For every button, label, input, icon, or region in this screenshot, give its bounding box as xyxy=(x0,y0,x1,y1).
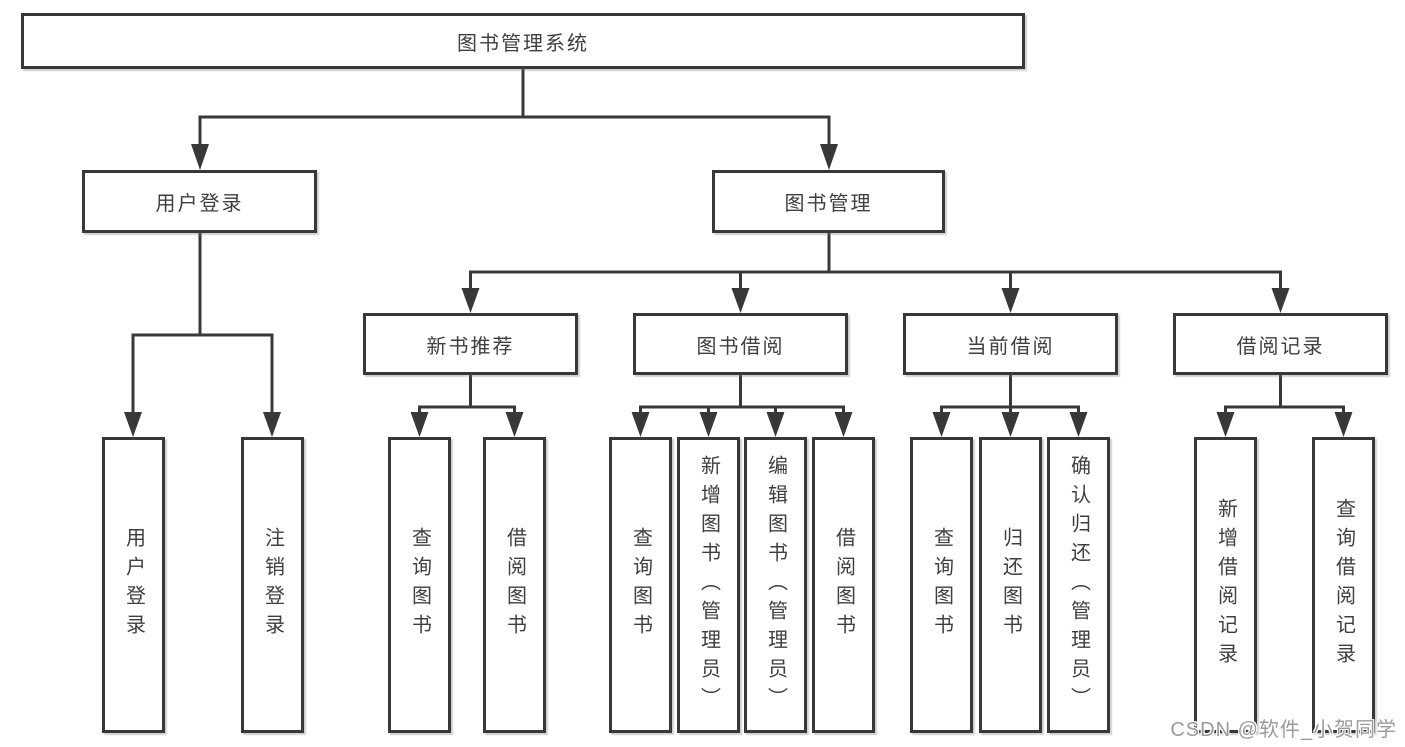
node-label: 查询图书 xyxy=(408,527,431,643)
node-query-books-borrowing: 查询图书 xyxy=(609,437,672,733)
node-current-borrowing: 当前借阅 xyxy=(903,313,1118,375)
node-logout: 注销登录 xyxy=(241,437,304,733)
node-label: 新增借阅记录 xyxy=(1214,498,1237,672)
node-book-management: 图书管理 xyxy=(712,170,945,233)
node-label: 图书借阅 xyxy=(696,335,785,358)
node-query-borrow-record: 查询借阅记录 xyxy=(1312,437,1375,733)
node-label: 图书管理系统 xyxy=(457,32,589,55)
node-confirm-return-admin: 确认归还（管理员） xyxy=(1047,437,1110,733)
node-edit-books-admin: 编辑图书（管理员） xyxy=(744,437,807,733)
node-add-borrow-record: 新增借阅记录 xyxy=(1194,437,1257,733)
csdn-watermark: CSDN @软件_小贺同学 xyxy=(1170,719,1397,741)
node-system-root: 图书管理系统 xyxy=(21,13,1025,69)
node-query-books-current: 查询图书 xyxy=(910,437,973,733)
node-borrow-books-recommend: 借阅图书 xyxy=(483,437,546,733)
node-add-books-admin: 新增图书（管理员） xyxy=(677,437,740,733)
node-borrow-books-leaf: 借阅图书 xyxy=(812,437,875,733)
node-label: 确认归还（管理员） xyxy=(1067,454,1090,716)
node-label: 借阅图书 xyxy=(832,527,855,643)
node-label: 图书管理 xyxy=(784,193,873,215)
node-label: 借阅记录 xyxy=(1236,335,1325,358)
node-label: 查询图书 xyxy=(629,527,652,643)
node-label: 注销登录 xyxy=(261,527,284,643)
node-label: 归还图书 xyxy=(999,527,1022,643)
node-book-borrowing: 图书借阅 xyxy=(633,313,848,375)
node-label: 新书推荐 xyxy=(426,335,515,358)
node-user-login: 用户登录 xyxy=(82,170,317,233)
node-return-books: 归还图书 xyxy=(979,437,1042,733)
node-label: 用户登录 xyxy=(122,527,145,643)
node-label: 借阅图书 xyxy=(503,527,526,643)
node-label: 新增图书（管理员） xyxy=(697,454,720,716)
node-label: 查询借阅记录 xyxy=(1332,498,1355,672)
node-label: 当前借阅 xyxy=(966,335,1055,358)
node-borrowing-records: 借阅记录 xyxy=(1173,313,1388,375)
node-label: 编辑图书（管理员） xyxy=(764,454,787,716)
node-user-login-leaf: 用户登录 xyxy=(102,437,165,733)
node-new-book-recommend: 新书推荐 xyxy=(363,313,578,375)
node-query-books-recommend: 查询图书 xyxy=(388,437,451,733)
node-label: 用户登录 xyxy=(155,193,244,215)
node-label: 查询图书 xyxy=(930,527,953,643)
